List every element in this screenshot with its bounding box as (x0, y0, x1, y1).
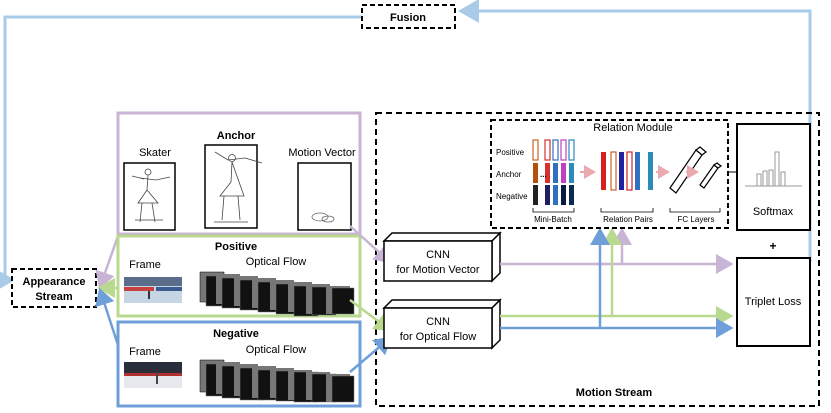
positive-frame-label: Frame (129, 259, 161, 271)
relation-pairs-features (600, 151, 654, 213)
cnn-flow-line1: CNN (426, 316, 450, 328)
softmax-histogram-icon (745, 151, 802, 187)
cnn-flow-line2: for Optical Flow (400, 331, 476, 343)
fusion-label: Fusion (390, 12, 426, 24)
positive-flow-label: Optical Flow (246, 256, 307, 268)
negative-title: Negative (213, 328, 259, 340)
positive-optical-flow-stack (199, 271, 355, 317)
motion-vector-image (297, 162, 352, 231)
negative-panel: Negative Frame Optical Flow (116, 320, 362, 408)
fc-layers-label: FC Layers (678, 215, 715, 224)
appearance-stream-box: Appearance Stream (11, 268, 97, 308)
cnn-motion-vector-block: CNN for Motion Vector (382, 231, 502, 283)
motion-stream-label: Motion Stream (576, 387, 653, 399)
negative-frame-label: Frame (129, 346, 161, 358)
negative-frame-image (124, 362, 182, 388)
softmax-label: Softmax (753, 206, 794, 218)
positive-frame-image (124, 277, 182, 303)
motion-vector-label: Motion Vector (288, 147, 356, 159)
anchor-skater-sketch-image (204, 144, 263, 229)
triplet-loss-box: Triplet Loss (736, 257, 811, 347)
svg-text:...: ... (540, 170, 547, 179)
triplet-loss-label: Triplet Loss (745, 296, 802, 308)
row-label-anchor: Anchor (496, 170, 522, 179)
positive-panel: Positive Frame Optical Flow (116, 234, 362, 318)
skater-sketch-image (123, 162, 176, 231)
negative-flow-label: Optical Flow (246, 344, 307, 356)
mini-batch-label: Mini-Batch (534, 215, 572, 224)
row-label-negative: Negative (496, 192, 528, 201)
anchor-panel: Anchor Skater Motion Vector (116, 111, 362, 236)
relation-module: Relation Module Positive Anchor Negative… (490, 119, 729, 229)
appearance-stream-line2: Stream (35, 291, 73, 303)
cnn-motion-line2: for Motion Vector (396, 264, 479, 276)
cnn-motion-line1: CNN (426, 249, 450, 261)
relation-pairs-label: Relation Pairs (603, 215, 653, 224)
negative-optical-flow-stack (199, 359, 355, 403)
cnn-optical-flow-block: CNN for Optical Flow (382, 298, 502, 350)
cnn-output-arrows (500, 227, 734, 338)
appearance-input-arrows (95, 235, 120, 346)
appearance-stream-line1: Appearance (23, 276, 86, 288)
softmax-box: Softmax (736, 123, 811, 231)
mini-batch-features: ... (532, 139, 575, 213)
fusion-box: Fusion (361, 4, 456, 29)
plus-sign: + (769, 239, 776, 253)
anchor-title: Anchor (217, 130, 256, 142)
positive-title: Positive (215, 241, 257, 253)
skater-label: Skater (139, 147, 171, 159)
row-label-positive: Positive (496, 148, 525, 157)
relation-module-title: Relation Module (593, 122, 673, 134)
